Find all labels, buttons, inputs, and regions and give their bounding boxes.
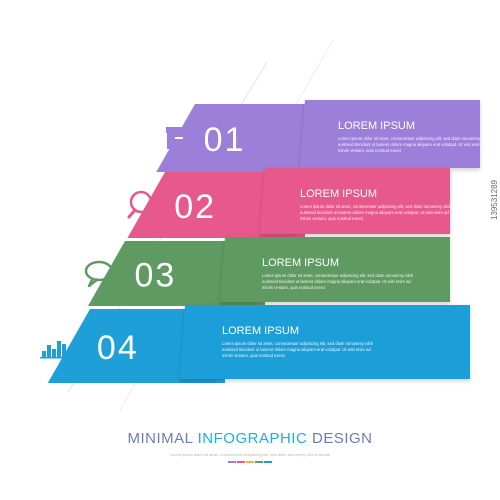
speech-bubble-icon <box>84 260 114 288</box>
search-icon <box>127 190 153 219</box>
step-number: 02 <box>174 188 216 226</box>
step-body-line: Lorem ipsum dolor sit amet, consectetuer… <box>300 204 452 209</box>
step-number: 03 <box>134 257 176 295</box>
step-body-line: Lorem ipsum dolor sit amet, consectetuer… <box>262 273 414 278</box>
step-number: 04 <box>97 329 139 367</box>
bar-chart-icon <box>40 341 68 359</box>
step-body-line: euismod tincidunt ut laoreet dolore magn… <box>262 279 411 284</box>
band-left-panel <box>156 104 345 172</box>
step-title: LOREM IPSUM <box>262 257 339 269</box>
archive-box-icon <box>166 127 192 149</box>
step-body-line: minim veniam, quis nostrud exerci <box>338 148 401 153</box>
title-word-minimal: MINIMAL <box>127 430 193 447</box>
accent-dot <box>237 461 245 463</box>
band-fold <box>179 379 215 383</box>
step-body-line: Lorem ipsum dolor sit amet, consectetuer… <box>222 341 374 346</box>
band-text-panel <box>180 305 470 379</box>
step-body-line: minim veniam, quis nostrud exerci <box>262 285 325 290</box>
step-title: LOREM IPSUM <box>338 120 415 132</box>
accent-dot <box>246 461 254 463</box>
accent-dot <box>264 461 272 463</box>
step-body-line: Lorem ipsum dolor sit amet, consectetuer… <box>338 136 490 141</box>
infographic-title: MINIMAL INFOGRAPHIC DESIGN <box>0 430 500 447</box>
title-word-infographic: INFOGRAPHIC <box>197 430 308 447</box>
step-band-01: 01 LOREM IPSUM Lorem ipsum dolor sit amet,… <box>156 100 490 172</box>
subtitle: Lorem ipsum dolor sit amet, consectetuer… <box>169 452 331 457</box>
step-body-line: euismod tincidunt ut laoreet dolore magn… <box>222 347 371 352</box>
step-band-04: 04 LOREM IPSUM Lorem ipsum dolor sit amet,… <box>47 305 470 383</box>
step-body-line: minim veniam, quis nostrud exerci <box>300 216 363 221</box>
step-band-02: 02 LOREM IPSUM Lorem ipsum dolor sit amet,… <box>127 168 452 238</box>
band-left-panel <box>87 241 265 306</box>
step-body-line: euismod tincidunt ut laoreet dolore magn… <box>338 142 487 147</box>
band-left-panel <box>47 309 225 383</box>
step-title: LOREM IPSUM <box>300 188 377 200</box>
step-band-03: 03 LOREM IPSUM Lorem ipsum dolor sit amet,… <box>87 237 450 306</box>
step-body-line: minim veniam, quis nostrud exerci <box>222 353 285 358</box>
side-id-text: 139531289 <box>490 180 499 221</box>
band-text-panel <box>260 168 450 234</box>
accent-dot <box>255 461 263 463</box>
accent-dots <box>228 461 272 463</box>
step-body-line: euismod tincidunt ut laoreet dolore magn… <box>300 210 449 215</box>
title-word-design: DESIGN <box>311 430 373 447</box>
step-title: LOREM IPSUM <box>222 325 299 337</box>
band-text-panel <box>220 237 450 302</box>
band-left-panel <box>127 172 305 238</box>
band-text-panel <box>300 100 480 168</box>
step-number: 01 <box>204 121 246 159</box>
accent-dot <box>228 461 236 463</box>
